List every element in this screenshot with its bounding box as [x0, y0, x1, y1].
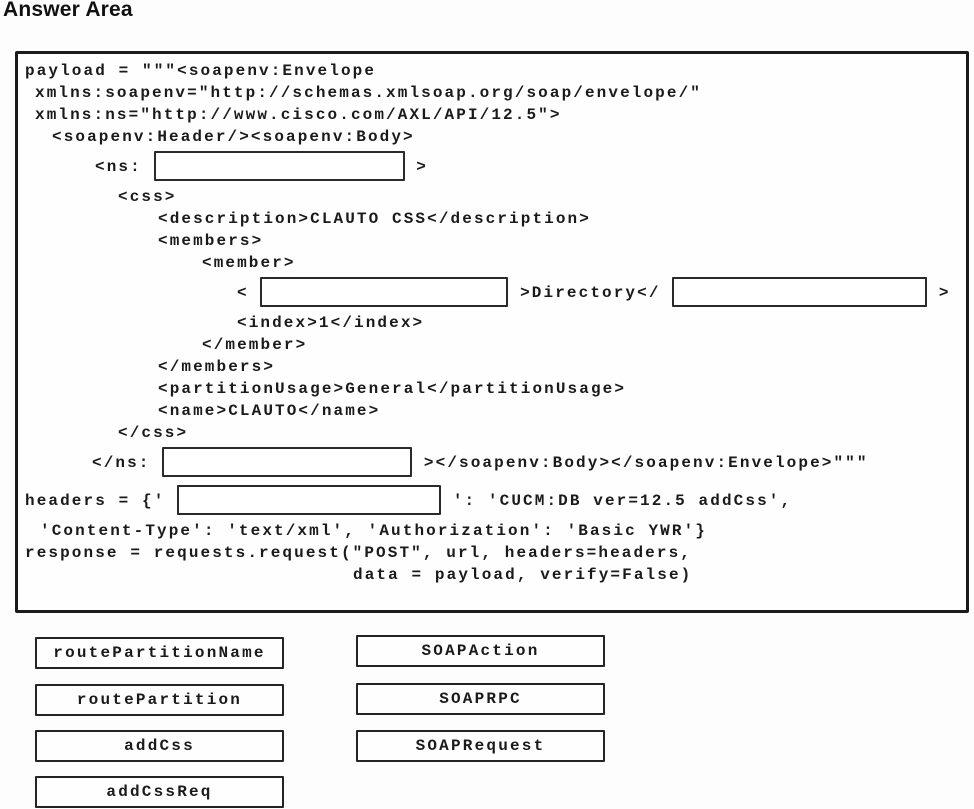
code-line-member-close: </member>	[202, 336, 308, 354]
code-line-ns-close: </ns: ></soapenv:Body></soapenv:Envelope…	[92, 444, 964, 482]
option-soaprequest[interactable]: SOAPRequest	[356, 730, 605, 762]
code-line-index: <index>1</index>	[237, 314, 425, 332]
option-routepartition[interactable]: routePartition	[35, 684, 284, 716]
code-line-partitionusage: <partitionUsage>General</partitionUsage>	[158, 380, 627, 398]
answer-blank-3[interactable]	[672, 276, 928, 307]
code-line-directory: < >Directory</ >	[237, 274, 964, 312]
option-addcss[interactable]: addCss	[35, 730, 284, 762]
answer-blank-2[interactable]	[260, 276, 509, 307]
answer-blank-5[interactable]	[177, 484, 442, 515]
code-line-xmlns-ns: xmlns:ns="http://www.cisco.com/AXL/API/1…	[35, 106, 562, 124]
code-line-members-close: </members>	[158, 358, 276, 376]
code-line-header-body: <soapenv:Header/><soapenv:Body>	[52, 128, 415, 146]
option-soaprpc[interactable]: SOAPRPC	[356, 683, 605, 715]
code-line-payload: payload = """<soapenv:Envelope	[25, 62, 377, 80]
option-soapaction[interactable]: SOAPAction	[356, 635, 605, 667]
answer-area-panel: payload = """<soapenv:Envelope xmlns:soa…	[15, 51, 969, 613]
code-line-headers: headers = {' ': 'CUCM:DB ver=12.5 addCss…	[25, 482, 964, 520]
code-line-description: <description>CLAUTO CSS</description>	[158, 210, 591, 228]
option-routepartitionname[interactable]: routePartitionName	[35, 637, 284, 669]
answer-blank-1[interactable]	[153, 150, 405, 181]
code-line-data-payload: data = payload, verify=False)	[353, 566, 693, 584]
code-line-response: response = requests.request("POST", url,…	[25, 544, 692, 562]
code-block: payload = """<soapenv:Envelope xmlns:soa…	[25, 60, 964, 586]
code-line-xmlns-soapenv: xmlns:soapenv="http://schemas.xmlsoap.or…	[35, 84, 702, 102]
code-line-member-open: <member>	[202, 254, 296, 272]
page-title: Answer Area	[3, 0, 133, 21]
code-line-css-close: </css>	[118, 424, 189, 442]
code-line-ns-open: <ns: >	[95, 148, 964, 186]
code-line-members-open: <members>	[158, 232, 264, 250]
code-line-name: <name>CLAUTO</name>	[158, 402, 381, 420]
option-addcssreq[interactable]: addCssReq	[35, 776, 284, 808]
answer-blank-4[interactable]	[162, 446, 413, 477]
code-line-css-open: <css>	[118, 188, 177, 206]
code-line-content-type: 'Content-Type': 'text/xml', 'Authorizati…	[40, 522, 707, 540]
